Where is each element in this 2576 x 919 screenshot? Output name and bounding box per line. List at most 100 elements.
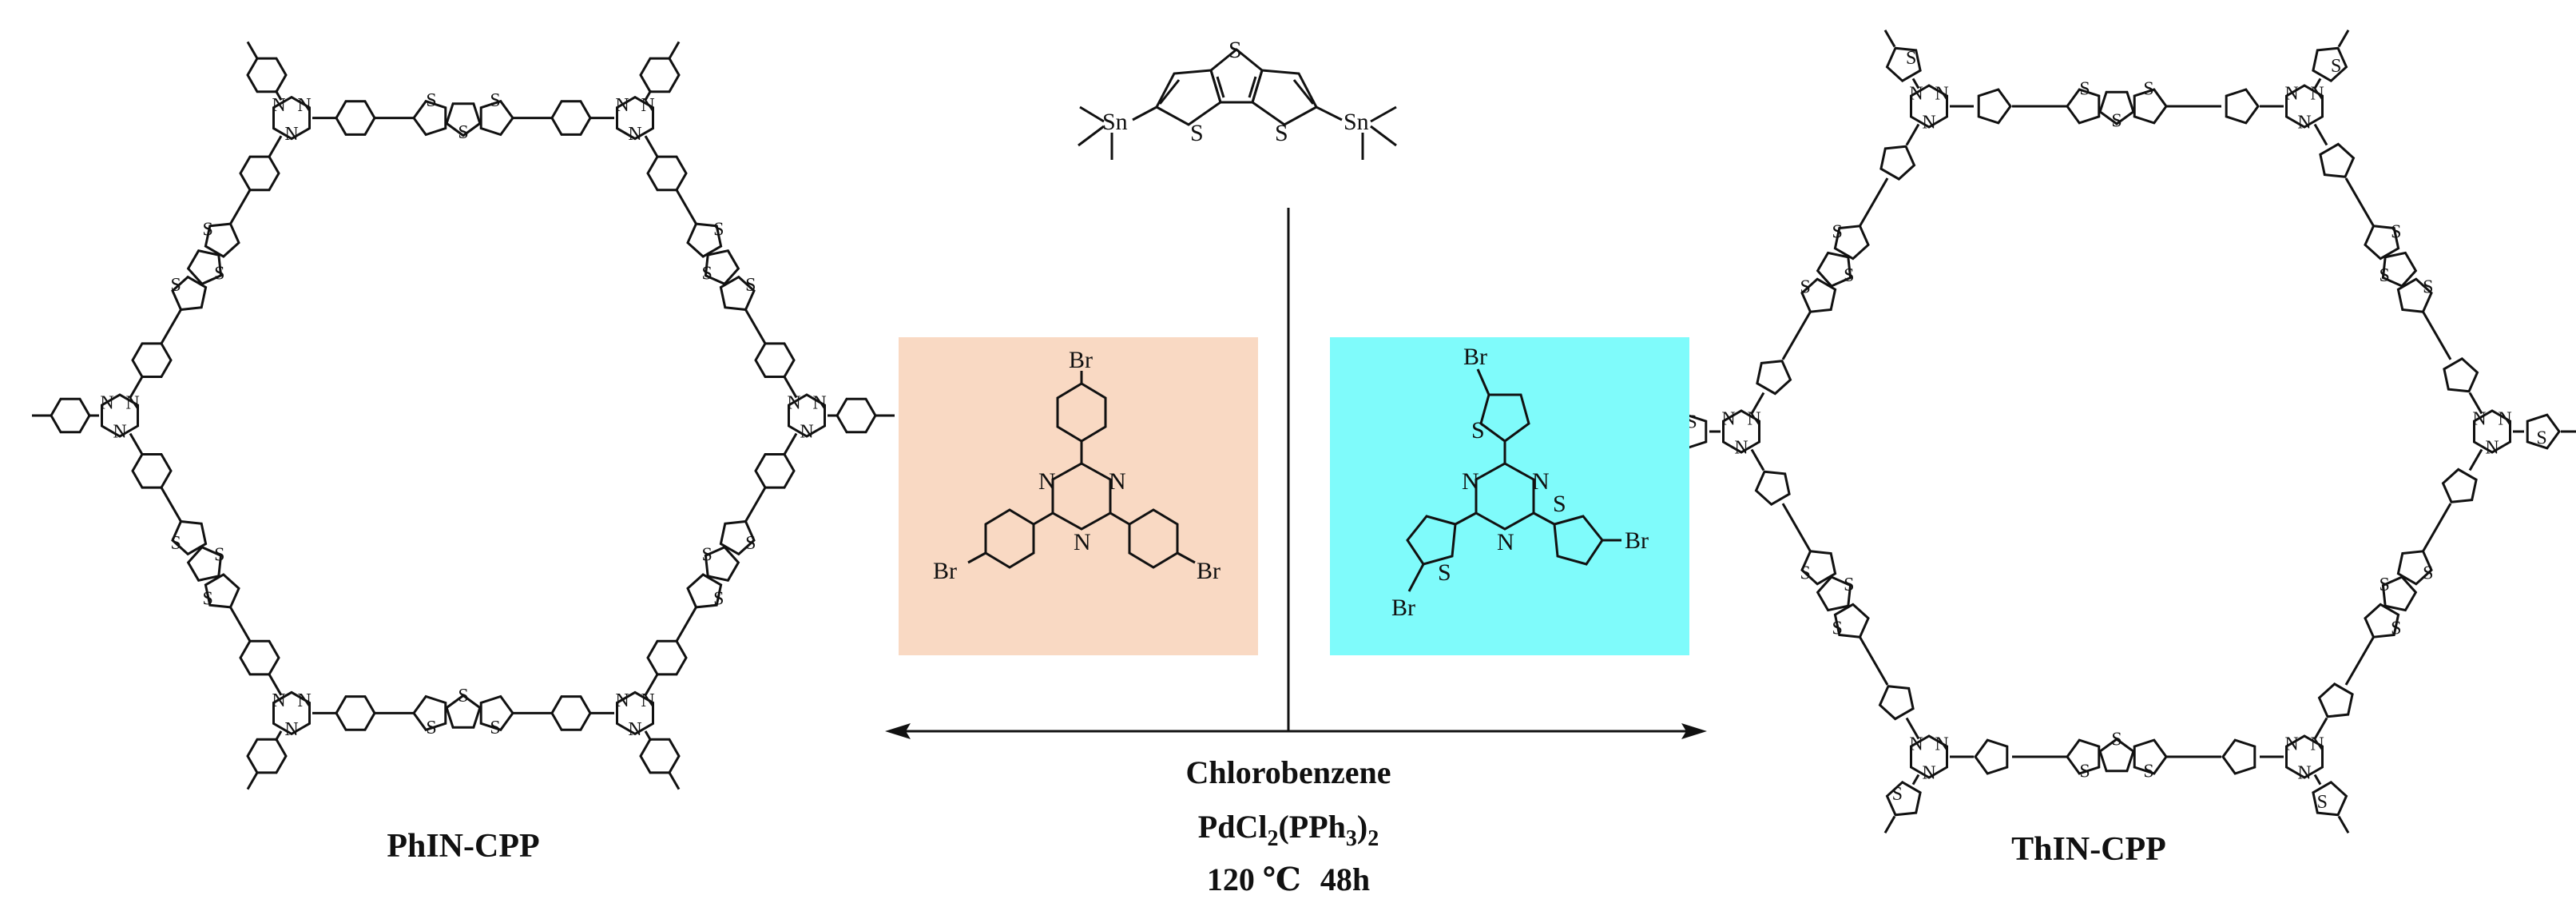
dtt-thiophene-ring xyxy=(719,275,756,312)
atom-label: N xyxy=(1909,734,1923,755)
atom-label: S xyxy=(1844,575,1854,595)
dtt-thiophene-ring xyxy=(445,102,482,137)
atom-label: N xyxy=(628,719,641,740)
dtt-thiophene-ring xyxy=(719,519,756,556)
atom-label: S xyxy=(2111,730,2122,750)
dtt-thiophene-ring xyxy=(412,99,447,137)
thiophene-ring xyxy=(1754,470,1791,507)
dtt-thiophene-ring xyxy=(2364,603,2400,639)
atom-label: N xyxy=(2485,438,2499,459)
atom-label: N xyxy=(2284,734,2298,755)
atom-label: S xyxy=(1832,619,1842,639)
dtt-thiophene-ring xyxy=(1800,550,1837,586)
atom-label: N xyxy=(284,719,298,740)
atom-n-label: N xyxy=(1497,529,1514,555)
atom-s-label: S xyxy=(1275,120,1288,146)
atom-label: N xyxy=(1935,734,1948,755)
atom-sn-label: Sn xyxy=(1344,109,1369,135)
triazine-ring xyxy=(2285,734,2324,779)
pendant-phenyl-ring xyxy=(246,57,288,93)
phenyl-ring xyxy=(550,100,592,136)
atom-label: N xyxy=(628,124,641,145)
monomer-right-box xyxy=(1330,337,1689,655)
atom-n-label: N xyxy=(1532,468,1550,495)
atom-label: S xyxy=(2423,277,2433,298)
atom-label: S xyxy=(2079,78,2090,99)
dtt-thiophene-ring xyxy=(704,249,740,286)
dtt-thiophene-ring xyxy=(2066,738,2101,775)
atom-n-label: N xyxy=(1074,529,1091,555)
arrowhead-right-icon xyxy=(1681,723,1707,739)
pendant-thiophene-ring xyxy=(2312,780,2348,817)
condition-catalyst: PdCl2(PPh3)2 xyxy=(1198,809,1379,851)
atom-label: N xyxy=(1734,438,1748,459)
atom-label: S xyxy=(490,718,500,738)
atom-label: S xyxy=(2143,762,2153,782)
pendant-thiophene-ring xyxy=(2312,46,2348,83)
monomer-left-atom-labels: Br Br Br N N N xyxy=(933,347,1221,584)
atom-label: S xyxy=(2317,792,2328,813)
atom-label: S xyxy=(426,90,436,111)
phenyl-ring xyxy=(335,100,376,136)
atom-label: S xyxy=(1906,48,1916,69)
dtt-thiophene-ring xyxy=(686,573,723,609)
thiophene-ring xyxy=(2317,682,2354,718)
atom-label: S xyxy=(713,588,724,609)
triazine-ring xyxy=(272,95,311,141)
thiophene-ring xyxy=(2225,88,2260,125)
dtt-thiophene-ring xyxy=(186,545,223,582)
dtt-thiophene-ring xyxy=(1816,575,1852,612)
atom-label: S xyxy=(426,718,436,738)
triazine-ring xyxy=(2285,84,2324,129)
arrowhead-left-icon xyxy=(885,723,911,739)
dtt-thiophene-ring xyxy=(171,275,208,312)
atom-label: N xyxy=(800,422,813,443)
atom-label: N xyxy=(284,124,298,145)
atom-br-label: Br xyxy=(933,558,957,584)
atom-label: N xyxy=(641,690,654,711)
triazine-ring xyxy=(272,690,311,736)
dtt-thiophene-ring xyxy=(2133,88,2168,125)
atom-label: N xyxy=(615,690,629,711)
thiophene-ring xyxy=(2441,467,2478,503)
phenyl-ring xyxy=(646,639,688,676)
dtt-thiophene-ring xyxy=(2066,88,2101,125)
pendant-thiophene-ring xyxy=(2526,413,2561,450)
atom-s-label: S xyxy=(1438,559,1451,586)
phenyl-ring xyxy=(239,639,280,676)
atom-label: S xyxy=(2079,762,2090,782)
atom-label: N xyxy=(100,393,113,414)
atom-label: N xyxy=(297,95,311,116)
atom-br-label: Br xyxy=(1463,344,1487,370)
thiophene-ring xyxy=(1879,145,1916,181)
triazine-ring xyxy=(616,690,654,736)
dtt-thiophene-ring xyxy=(412,694,447,732)
dtt-thiophene-ring xyxy=(204,222,240,258)
atom-br-label: Br xyxy=(1069,347,1093,373)
dtt-thiophene-ring xyxy=(2133,738,2168,775)
atom-label: S xyxy=(1800,563,1810,583)
atom-label: N xyxy=(787,393,800,414)
atom-label: S xyxy=(170,533,181,554)
atom-label: N xyxy=(272,690,285,711)
monomer-left-box xyxy=(899,337,1258,655)
atom-s-label: S xyxy=(1228,37,1242,63)
atom-label: N xyxy=(615,95,629,116)
dtt-thiophene-ring xyxy=(186,249,223,286)
thin-cpp-label: ThIN-CPP xyxy=(2011,831,2166,868)
dtt-thiophene-ring xyxy=(1800,277,1837,313)
pendant-thiophene-ring xyxy=(1885,46,1922,83)
phenyl-ring xyxy=(550,695,592,731)
atom-sn-label: Sn xyxy=(1102,109,1128,135)
triazine-ring xyxy=(101,393,139,438)
phenyl-ring xyxy=(754,453,796,489)
atom-label: S xyxy=(713,220,724,241)
reagent-atom-labels: S S S Sn Sn xyxy=(1102,37,1369,146)
pendant-thiophene-ring xyxy=(1885,780,1922,817)
atom-s-label: S xyxy=(1190,120,1204,146)
thiophene-ring xyxy=(2221,738,2256,775)
atom-label: S xyxy=(2379,575,2389,595)
atom-label: S xyxy=(701,545,712,566)
